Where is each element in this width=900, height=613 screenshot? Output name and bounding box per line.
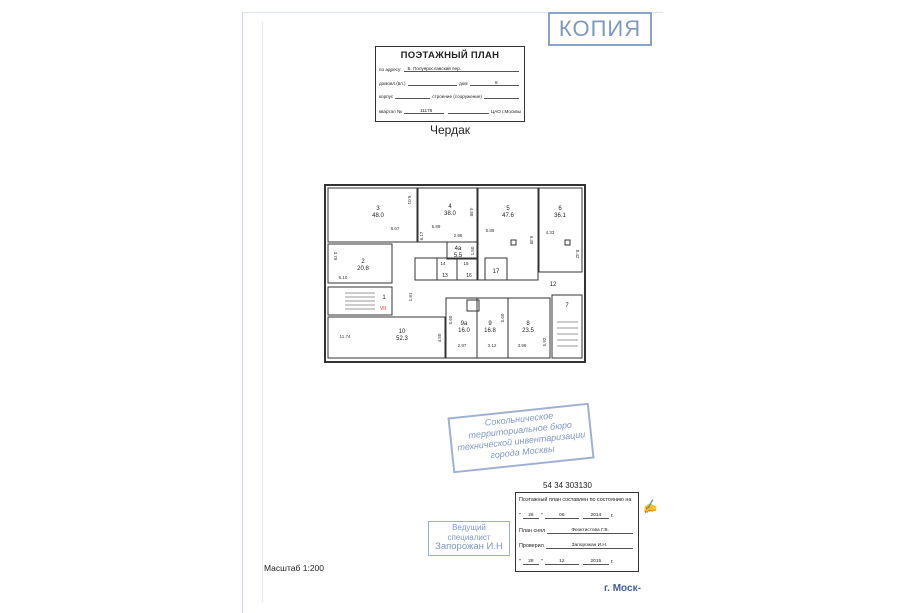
specialist-title: специалист bbox=[447, 532, 491, 542]
stairs bbox=[345, 292, 578, 347]
dimension: 5.60 bbox=[448, 315, 453, 324]
year-suffix: г. bbox=[610, 559, 614, 565]
document-sheet bbox=[242, 12, 663, 613]
kvartal-value: 11178 bbox=[403, 108, 445, 114]
dimension: 5.92 bbox=[542, 337, 547, 346]
kvartal-label: квартал № bbox=[379, 109, 402, 114]
room-12-number: 12 bbox=[550, 282, 557, 288]
domovl-value bbox=[407, 85, 458, 86]
room-2-number: 2 bbox=[361, 259, 365, 265]
blank-line bbox=[448, 113, 489, 114]
date2-month: 12 bbox=[544, 559, 579, 565]
dimension: 6.10 bbox=[339, 275, 348, 280]
dimension: 3.12 bbox=[488, 343, 497, 348]
room-4-area: 38.0 bbox=[444, 211, 456, 217]
room-4-number: 4 bbox=[448, 204, 452, 210]
specialist-title: Ведущий bbox=[452, 523, 486, 532]
room-9-area: 16.8 bbox=[484, 328, 496, 334]
room-9a-number: 9а bbox=[461, 321, 468, 327]
date1-month: 06 bbox=[544, 513, 579, 519]
title-block: ПОЭТАЖНЫЙ ПЛАН по адресу:Б. Полуярославс… bbox=[375, 46, 525, 122]
dimension: 6.01 bbox=[407, 196, 412, 205]
checked-label: Проверил bbox=[519, 543, 544, 549]
room-14-number: 14 bbox=[440, 261, 446, 266]
room-9a-area: 16.0 bbox=[458, 328, 470, 334]
domovl-label: домовл.(вл.) bbox=[379, 81, 406, 86]
room-4a-number: 4а bbox=[455, 246, 462, 252]
dimension: 4.50 bbox=[437, 333, 442, 342]
dimension: 4.33 bbox=[546, 230, 555, 235]
city-stamp-fragment: г. Моск- bbox=[604, 583, 641, 594]
korpus-label: корпус bbox=[379, 94, 394, 99]
room-4a-area: 5.5 bbox=[454, 253, 463, 259]
room-17-number: 17 bbox=[493, 269, 500, 275]
dimension: 3.99 bbox=[518, 343, 527, 348]
address-label: по адресу: bbox=[379, 67, 402, 72]
walls bbox=[324, 184, 586, 363]
dimension: 6.17 bbox=[419, 231, 424, 240]
sheet-edge bbox=[262, 22, 263, 602]
room-3-area: 48.0 bbox=[372, 213, 384, 219]
room-8-area: 23.5 bbox=[522, 328, 534, 334]
floor-name: Чердак bbox=[430, 123, 470, 137]
room-15-number: 15 bbox=[463, 261, 469, 266]
dimension: 9.38 bbox=[529, 236, 534, 245]
dimension: 2.95 bbox=[454, 233, 463, 238]
dimension: 8.42 bbox=[575, 250, 580, 259]
dimension: 4.88 bbox=[469, 208, 474, 217]
specialist-name: Запорожан И.Н bbox=[435, 541, 503, 552]
dimension: 2.97 bbox=[458, 343, 467, 348]
partitions bbox=[327, 187, 583, 359]
stroenie-label: строение (сооружение) bbox=[432, 94, 482, 99]
room-vii-label: VII bbox=[380, 306, 386, 312]
date2-year: 2015 bbox=[582, 559, 609, 565]
plan-title: ПОЭТАЖНЫЙ ПЛАН bbox=[400, 50, 500, 61]
date2-day: 28 bbox=[522, 559, 539, 565]
year-suffix: г. bbox=[610, 513, 614, 519]
dimension: 3.79 bbox=[333, 252, 338, 261]
dimension: 5.89 bbox=[486, 228, 495, 233]
room-3-number: 3 bbox=[376, 206, 380, 212]
room-10-number: 10 bbox=[399, 329, 406, 335]
room-8-number: 8 bbox=[526, 321, 530, 327]
district: ЦАО г.Москвы bbox=[490, 109, 521, 114]
room-9-number: 9 bbox=[488, 321, 492, 327]
room-5-area: 47.6 bbox=[502, 213, 514, 219]
dimension: 5.89 bbox=[432, 224, 441, 229]
stroenie-value bbox=[483, 98, 520, 99]
specialist-stamp: Ведущий специалист Запорожан И.Н bbox=[428, 521, 510, 556]
dimension: 1.50 bbox=[470, 246, 475, 255]
dom-value: 8 bbox=[469, 80, 519, 86]
room-1-number: 1 bbox=[382, 295, 386, 301]
dimension: 11.74 bbox=[340, 334, 351, 339]
address-value: Б. Полуярославский пер. bbox=[403, 66, 519, 72]
checked-value: Запорожан И.Н. bbox=[545, 543, 633, 549]
room-16-number: 16 bbox=[466, 273, 472, 279]
room-10-area: 52.3 bbox=[396, 336, 408, 342]
date1-day: 26 bbox=[522, 513, 539, 519]
inventory-code: 54 34 303130 bbox=[543, 481, 592, 490]
date1-year: 2014 bbox=[582, 513, 609, 519]
copy-stamp: КОПИЯ bbox=[548, 12, 652, 46]
dimension: 1.81 bbox=[408, 292, 413, 301]
surveyed-label: План снял bbox=[519, 528, 546, 534]
state-heading: Поэтажный план составлен по состоянию на bbox=[519, 497, 632, 503]
dimension: 5.60 bbox=[500, 313, 505, 322]
room-7-number: 7 bbox=[565, 303, 569, 309]
korpus-value bbox=[395, 98, 431, 99]
room-2-area: 20.8 bbox=[357, 266, 369, 272]
room-13-number: 13 bbox=[442, 273, 448, 279]
dom-label: дом bbox=[459, 81, 468, 86]
state-box: Поэтажный план составлен по состоянию на… bbox=[515, 492, 639, 572]
dimension: 8.67 bbox=[391, 226, 400, 231]
scale-label: Масштаб 1:200 bbox=[264, 563, 324, 573]
room-6-number: 6 bbox=[558, 206, 562, 212]
surveyed-value: Феоктистова Г.В. bbox=[547, 528, 633, 534]
room-6-area: 36.1 bbox=[554, 213, 566, 219]
room-5-number: 5 bbox=[506, 206, 510, 212]
